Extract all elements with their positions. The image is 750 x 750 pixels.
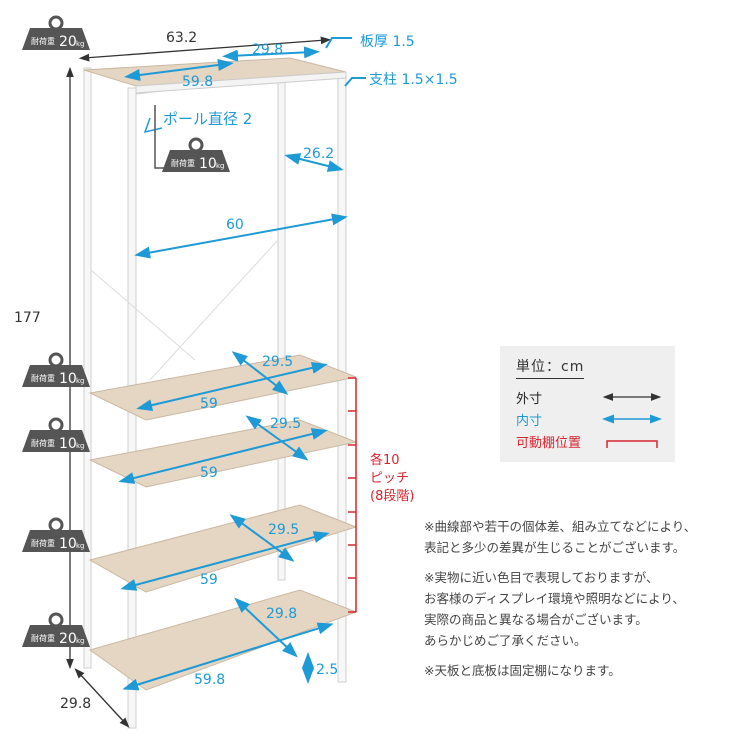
overall-width-arrow (78, 36, 332, 62)
bottom-depth-label: 29.8 (266, 606, 297, 622)
note-2-line-4: あらかじめご了承ください。 (424, 633, 587, 648)
pitch-line-2: ピッチ (370, 471, 410, 486)
legend-outer-label: 外寸 (516, 392, 543, 407)
shelf-3-width-label: 59 (200, 572, 218, 588)
note-1: ※曲線部や若干の個体差、組み立てなどにより、 表記と多少の差異が生じることがござ… (424, 516, 744, 558)
top-inner-depth-arrow (222, 46, 320, 62)
post-size-leader (344, 77, 366, 87)
back-left-post (83, 67, 92, 669)
board-thickness-leader (325, 37, 352, 49)
bottom-width-label: 59.8 (194, 672, 225, 688)
legend-bracket-icon (606, 440, 658, 448)
clearance-label: 2.5 (316, 662, 338, 678)
note-1-line-1: ※曲線部や若干の個体差、組み立てなどにより、 (424, 519, 697, 534)
shelf-2-width-label: 59 (200, 465, 218, 481)
weight-badge-value: 20 (59, 631, 77, 647)
adjustable-shelf-range (348, 377, 357, 613)
weight-badge-icon: 耐荷重 10 kg (22, 517, 90, 552)
pitch-line-1: 各10 (370, 453, 400, 468)
note-2-line-1: ※実物に近い色目で表現しておりますが、 (424, 570, 659, 585)
back-right-post (277, 59, 286, 581)
note-2: ※実物に近い色目で表現しておりますが、 お客様のディスプレイ環境や照明などにより… (424, 567, 744, 651)
overall-depth-label: 29.8 (60, 696, 91, 712)
hanging-depth-label: 26.2 (303, 146, 334, 162)
note-3-line-1: ※天板と底板は固定棚になります。 (424, 663, 621, 678)
weight-badge-label: 耐荷重 (31, 438, 55, 448)
overall-width-label: 63.2 (166, 30, 197, 46)
weight-badge-unit: kg (216, 162, 225, 170)
weight-badge-unit: kg (76, 637, 85, 645)
weight-badge-icon: 耐荷重 20 kg (22, 15, 90, 50)
weight-badge-unit: kg (76, 40, 85, 48)
shelf-1-width-label: 59 (200, 396, 218, 412)
shelf-1-depth-arrow (231, 351, 289, 395)
weight-badge-label: 耐荷重 (31, 36, 55, 46)
weight-badge-icon: 耐荷重 10 kg (22, 352, 90, 387)
note-1-line-2: 表記と多少の差異が生じることがございます。 (424, 540, 686, 555)
pole-leader (143, 117, 163, 134)
post-size-label: 支柱 1.5×1.5 (369, 72, 458, 88)
bottom-depth-arrow (234, 597, 298, 658)
shelf-1-depth-label: 29.5 (262, 354, 293, 370)
weight-badge-unit: kg (76, 542, 85, 550)
weight-badge-unit: kg (76, 377, 85, 385)
weight-badge-icon: 耐荷重 20 kg (22, 612, 90, 647)
shelf-2-depth-arrow (245, 415, 309, 461)
pitch-line-3: (8段階) (370, 489, 415, 504)
pole-diameter-label: ポール直径 2 (163, 110, 252, 128)
weight-badge-value: 10 (59, 436, 77, 452)
weight-badge-value: 10 (59, 536, 77, 552)
shelf-2-depth-label: 29.5 (270, 416, 301, 432)
weight-badge-label: 耐荷重 (31, 633, 55, 643)
weight-badge-label: 耐荷重 (31, 538, 55, 548)
top-inner-width-label: 59.8 (182, 74, 213, 90)
legend-adjustable-label: 可動棚位置 (516, 436, 582, 451)
weight-badge-value: 10 (199, 156, 217, 172)
legend-box: 単位：cm 外寸 内寸 可動棚位置 (500, 346, 675, 462)
weight-badge-unit: kg (76, 442, 85, 450)
hanging-width-arrow (134, 213, 348, 259)
adjustable-pitch-label: 各10 ピッチ (8段階) (370, 452, 414, 506)
top-inner-width-arrow (124, 59, 234, 81)
weight-badge-label: 耐荷重 (171, 158, 195, 168)
hanging-width-label: 60 (226, 217, 244, 233)
shelf-3-depth-label: 29.5 (268, 522, 299, 538)
weight-badge-icon: 耐荷重 10 kg (22, 417, 90, 452)
hanging-depth-arrow (284, 153, 344, 172)
weight-badge-value: 10 (59, 371, 77, 387)
top-inner-depth-label: 29.8 (252, 42, 283, 58)
overall-depth-arrow (74, 668, 130, 728)
weight-badge-value: 20 (59, 34, 77, 50)
overall-height-label: 177 (14, 310, 41, 326)
board-thickness-label: 板厚 1.5 (360, 34, 415, 50)
note-2-line-3: 実際の商品と異なる場合がございます。 (424, 612, 648, 627)
weight-badge-icon: 耐荷重 10 kg (162, 137, 230, 172)
weight-badge-label: 耐荷重 (31, 373, 55, 383)
note-2-line-2: お客様のディスプレイ環境や照明などにより、 (424, 591, 685, 606)
shelf-3-depth-arrow (229, 514, 295, 562)
note-3: ※天板と底板は固定棚になります。 (424, 660, 744, 681)
legend-unit: 単位：cm (516, 356, 585, 379)
notes: ※曲線部や若干の個体差、組み立てなどにより、 表記と多少の差異が生じることがござ… (424, 516, 744, 690)
legend-inner-label: 内寸 (516, 414, 543, 429)
